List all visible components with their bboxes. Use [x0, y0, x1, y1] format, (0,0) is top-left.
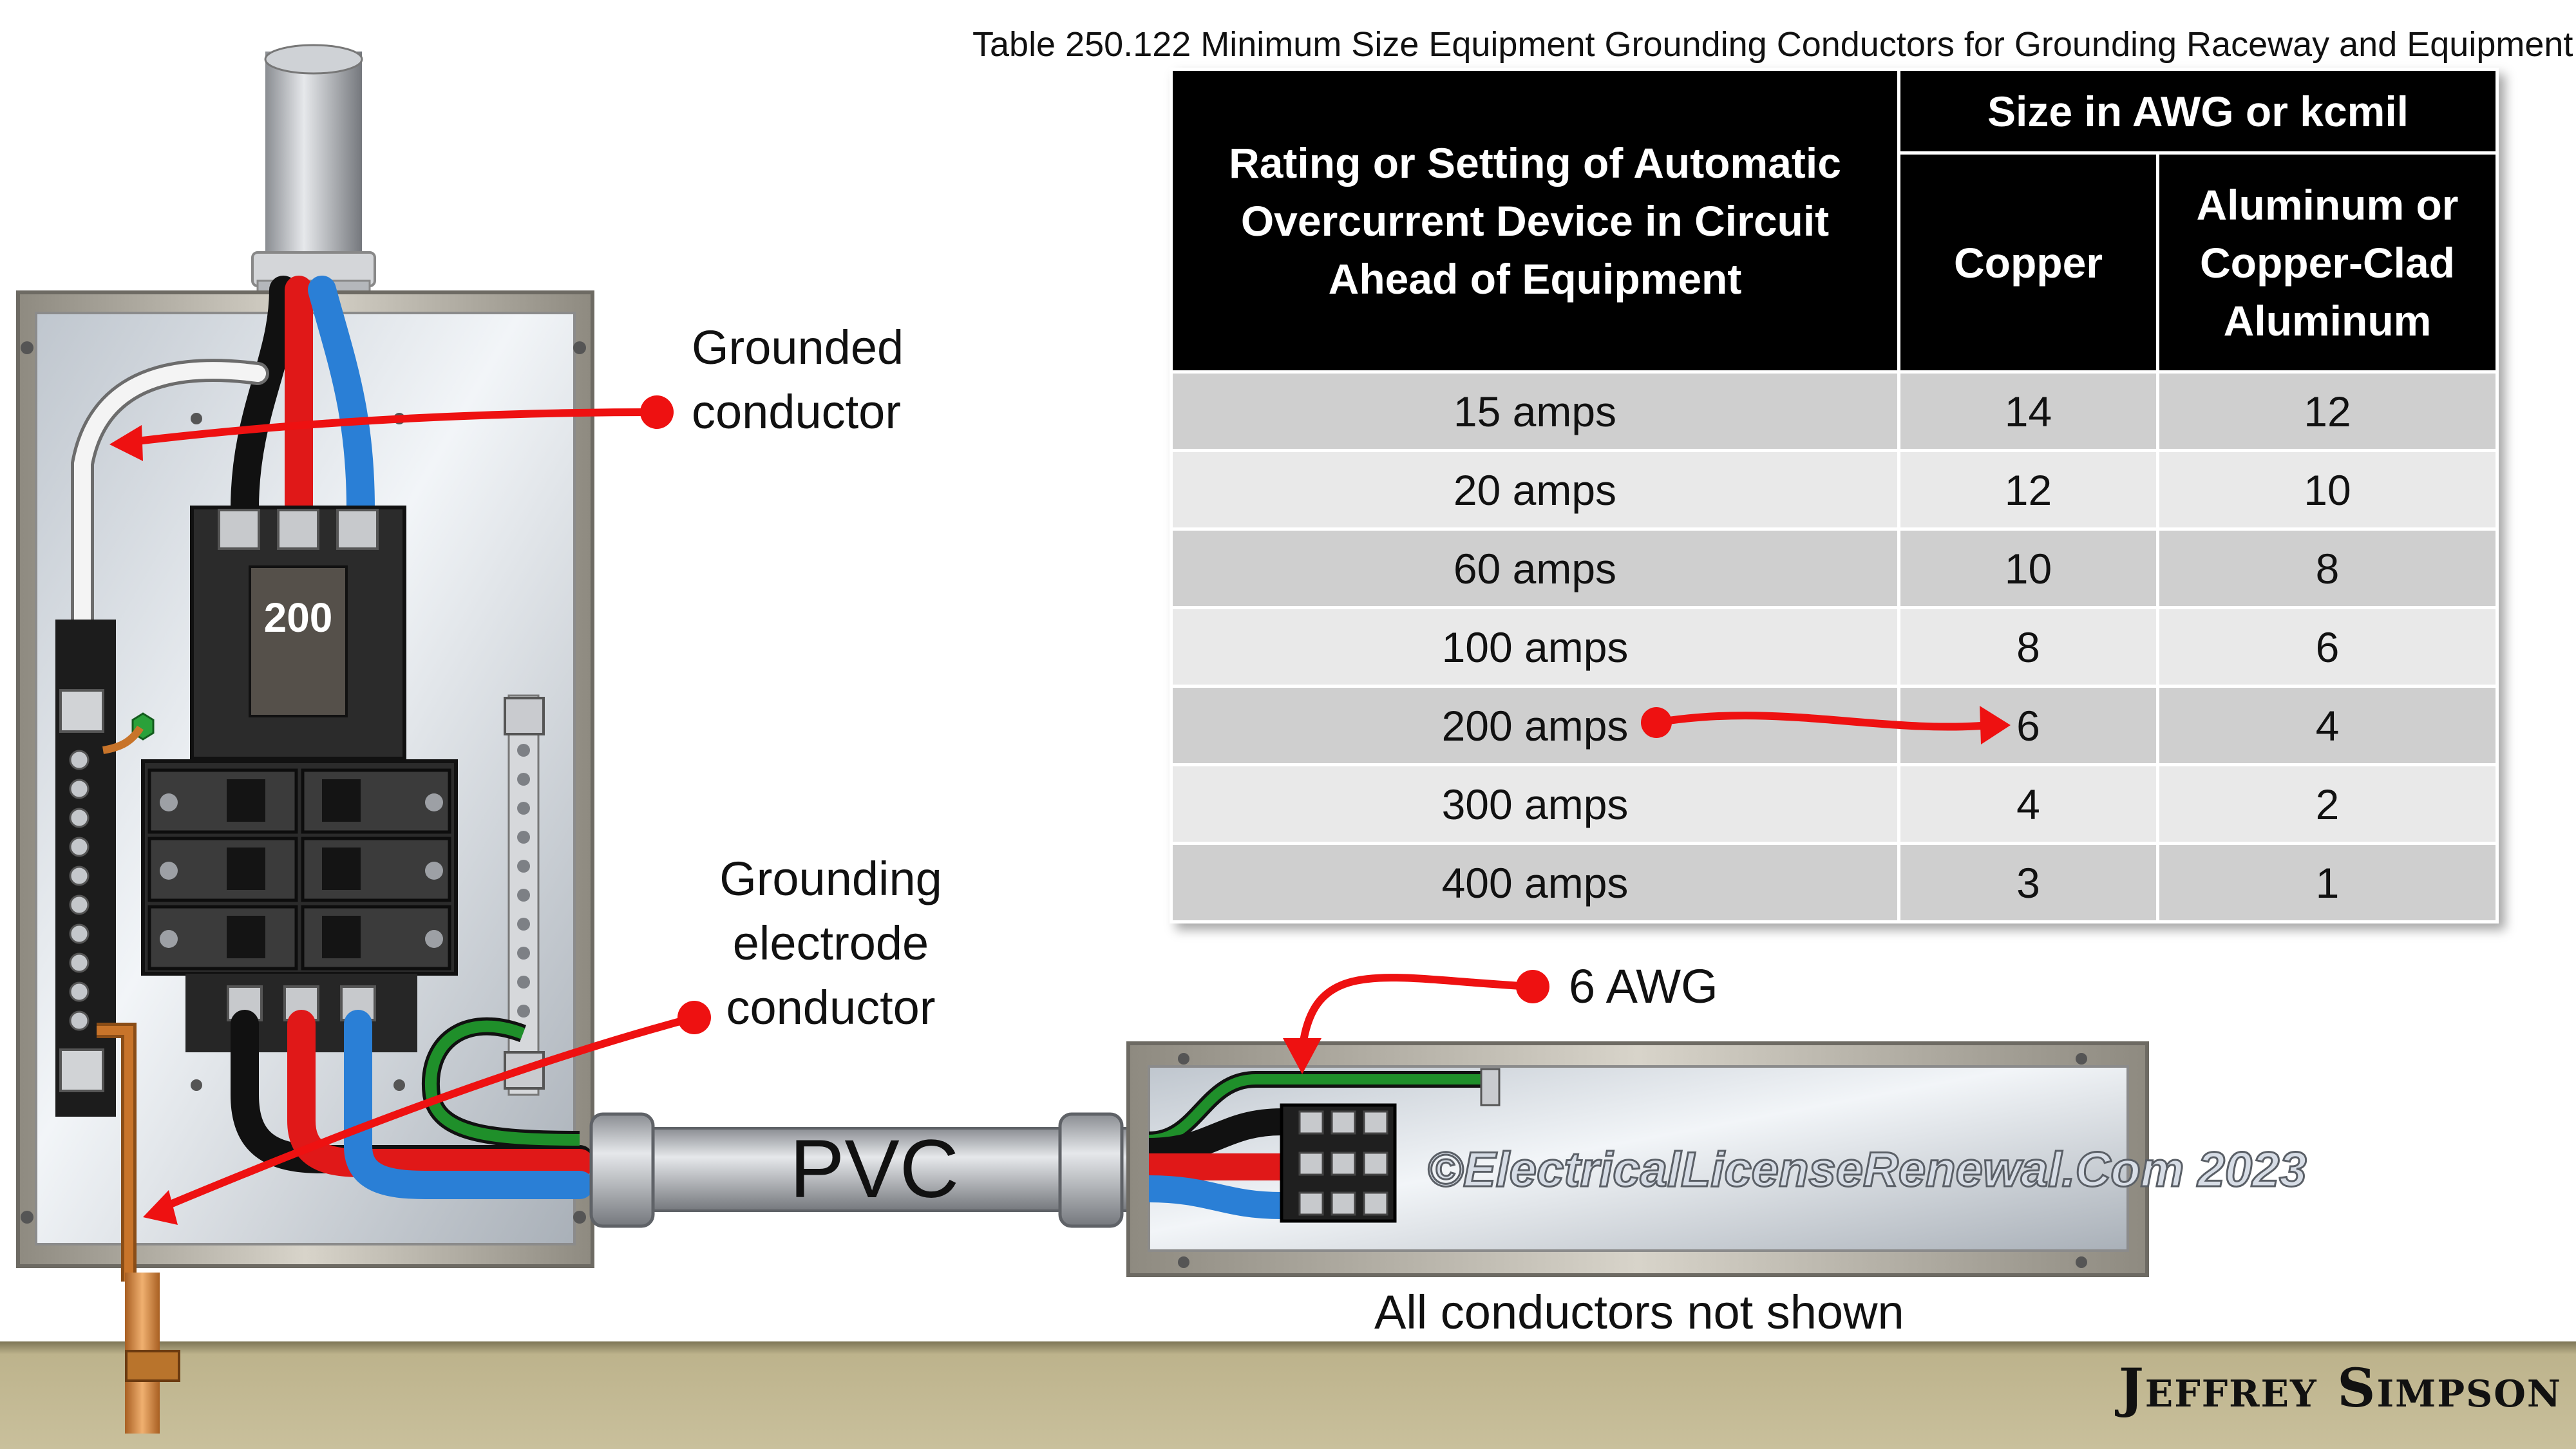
cell-copper: 14 [1897, 370, 2159, 452]
table-caption: Table 250.122 Minimum Size Equipment Gro… [972, 25, 2573, 64]
branch-breakers [147, 768, 451, 971]
arrowhead-grounded [109, 425, 143, 461]
pvc-conduit [591, 1127, 1141, 1212]
cell-rating: 300 amps [1170, 763, 1900, 845]
cell-rating: 60 amps [1170, 527, 1900, 609]
callout-gec-line1: Grounding [719, 852, 942, 905]
main-breaker-rating: 200 [263, 594, 333, 641]
arrowhead-6awg [1283, 1038, 1321, 1074]
jbox-blue-wire [1148, 1175, 1282, 1219]
cell-copper: 8 [1897, 606, 2159, 688]
callout-6awg: 6 AWG [1569, 960, 1718, 1013]
cell-aluminum: 12 [2155, 370, 2499, 452]
grounding-conductor-table: Rating or Setting of Automatic Overcurre… [1170, 68, 2499, 923]
ground-strip [0, 1341, 2576, 1449]
main-breaker-terminals [218, 509, 379, 550]
cell-copper: 10 [1897, 527, 2159, 609]
ground-bar-screws [517, 744, 530, 1018]
jbox-black-wire [1148, 1108, 1282, 1165]
arrowhead-gec [143, 1190, 178, 1225]
cell-aluminum: 2 [2155, 763, 2499, 845]
neutral-bar-screws [69, 750, 90, 1031]
ground-rod-clamp [125, 1350, 180, 1382]
cell-aluminum: 1 [2155, 842, 2499, 923]
header-size-group: Size in AWG or kcmil [1897, 68, 2499, 155]
header-rating: Rating or Setting of Automatic Overcurre… [1170, 68, 1900, 374]
cell-aluminum: 4 [2155, 685, 2499, 766]
author-signature: Jeffrey Simpson [2119, 1358, 2562, 1419]
service-conductor-blue [308, 276, 375, 523]
cell-copper: 3 [1897, 842, 2159, 923]
cell-rating: 100 amps [1170, 606, 1900, 688]
cell-rating: 200 amps [1170, 685, 1900, 766]
callout-grounded-conductor: Grounded conductor [692, 316, 904, 444]
cell-copper: 4 [1897, 763, 2159, 845]
arrow-6awg [1298, 974, 1537, 1054]
callout-gec-line3: conductor [726, 981, 936, 1034]
arrow-grounded-conductor [128, 408, 661, 446]
header-aluminum: Aluminum or Copper-Clad Aluminum [2155, 151, 2499, 374]
cell-aluminum: 10 [2155, 449, 2499, 531]
cell-rating: 15 amps [1170, 370, 1900, 452]
copyright-watermark: ©ElectricalLicenseRenewal.Com 2023 [1426, 1142, 2308, 1198]
callout-grounded-line2: conductor [692, 385, 901, 439]
cell-copper: 12 [1897, 449, 2159, 531]
service-conductor-black [231, 276, 298, 523]
arrow-grounding-electrode [157, 1014, 698, 1212]
pvc-label: PVC [790, 1123, 960, 1215]
conduit-coupling-left [589, 1112, 655, 1228]
conduit-coupling-right [1058, 1112, 1124, 1228]
header-copper: Copper [1897, 151, 2159, 374]
cell-aluminum: 8 [2155, 527, 2499, 609]
callout-grounding-electrode-conductor: Grounding electrode conductor [702, 847, 960, 1040]
cell-rating: 400 amps [1170, 842, 1900, 923]
service-mast [265, 52, 362, 258]
main-breaker-handle [249, 565, 348, 717]
cell-rating: 20 amps [1170, 449, 1900, 531]
mast-cut-top [264, 44, 363, 75]
cell-aluminum: 6 [2155, 606, 2499, 688]
feeder-blue [344, 1010, 594, 1199]
callout-all-conductors-not-shown: All conductors not shown [1374, 1285, 1904, 1339]
cell-copper: 6 [1897, 685, 2159, 766]
callout-gec-line2: electrode [732, 916, 929, 970]
callout-grounded-line1: Grounded [692, 321, 904, 374]
